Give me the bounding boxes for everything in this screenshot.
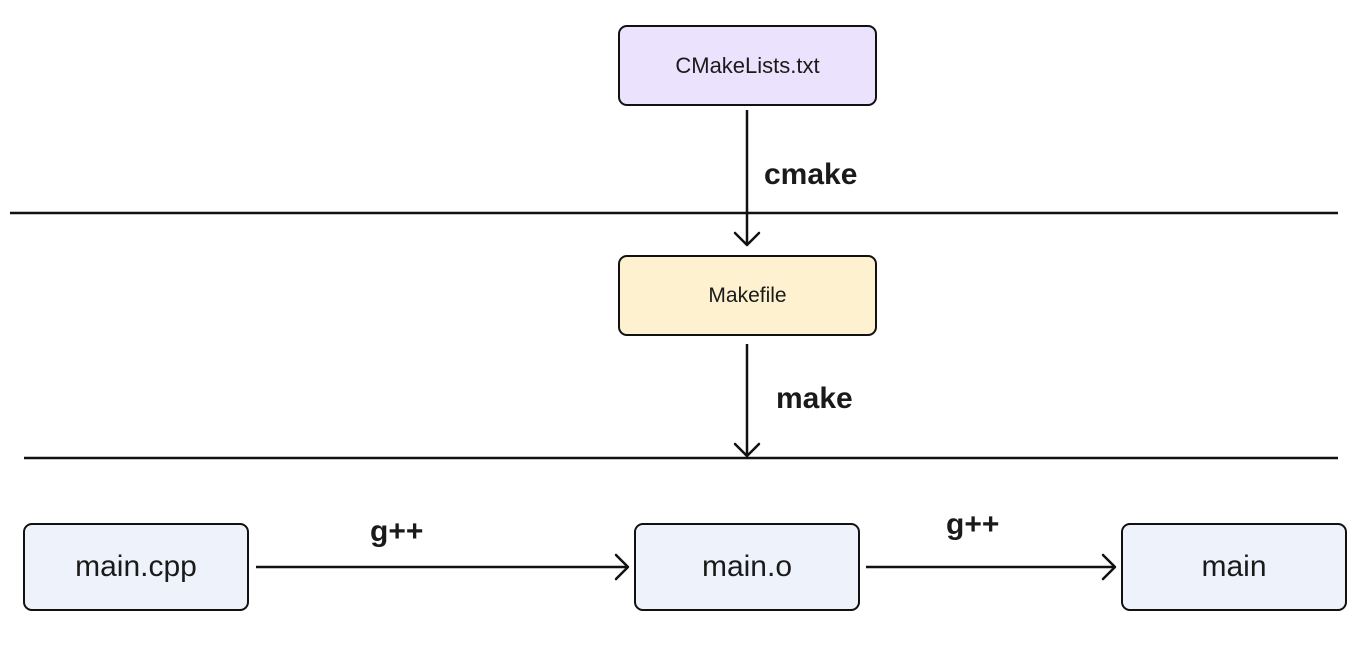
- compile-arrow: [256, 553, 630, 581]
- cmakelists-label: CMakeLists.txt: [675, 52, 820, 78]
- source-file-label: main.cpp: [75, 550, 197, 583]
- object-file-node: main.o: [634, 523, 860, 611]
- compile-edge-label: g++: [370, 515, 424, 548]
- executable-label: main: [1201, 550, 1267, 583]
- executable-node: main: [1121, 523, 1347, 611]
- makefile-label: Makefile: [708, 283, 787, 307]
- source-file-node: main.cpp: [23, 523, 249, 611]
- make-arrow: [733, 344, 761, 458]
- link-arrow: [866, 553, 1117, 581]
- cmake-arrow: [733, 110, 761, 247]
- link-edge-label: g++: [946, 508, 1000, 541]
- object-file-label: main.o: [701, 550, 793, 583]
- cmakelists-node: CMakeLists.txt: [618, 25, 877, 106]
- makefile-node: Makefile: [618, 255, 877, 336]
- make-edge-label: make: [776, 382, 853, 415]
- cmake-edge-label: cmake: [764, 158, 858, 191]
